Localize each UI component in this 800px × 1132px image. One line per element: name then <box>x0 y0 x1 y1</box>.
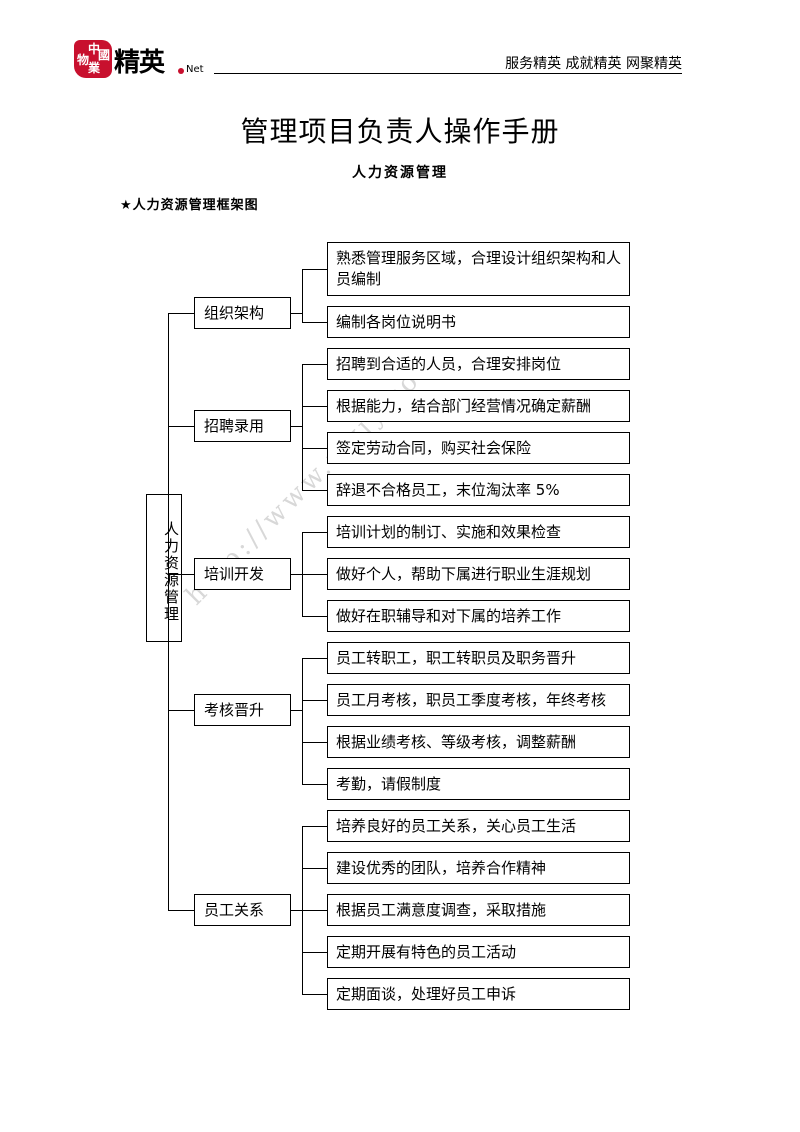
item-box: 熟悉管理服务区域，合理设计组织架构和人员编制 <box>327 242 630 296</box>
item-connector <box>302 952 327 953</box>
category-connector <box>168 710 194 711</box>
item-box: 建设优秀的团队，培养合作精神 <box>327 852 630 884</box>
item-connector <box>302 784 327 785</box>
item-connector <box>302 574 327 575</box>
branch-connector <box>302 269 303 323</box>
item-box: 培养良好的员工关系，关心员工生活 <box>327 810 630 842</box>
item-connector <box>302 616 327 617</box>
branch-stub <box>291 910 302 911</box>
item-box: 定期面谈，处理好员工申诉 <box>327 978 630 1010</box>
logo-seal: 中 國 物 業 <box>74 40 112 78</box>
trunk-connector <box>168 313 169 911</box>
item-connector <box>302 322 327 323</box>
diagram-root: 人力资源管理 <box>146 494 182 642</box>
item-box: 签定劳动合同，购买社会保险 <box>327 432 630 464</box>
category-box: 组织架构 <box>194 297 291 329</box>
logo-brand: 精英 <box>114 48 165 78</box>
item-connector <box>302 532 327 533</box>
category-box: 员工关系 <box>194 894 291 926</box>
item-connector <box>302 658 327 659</box>
branch-stub <box>291 710 302 711</box>
item-connector <box>302 269 327 270</box>
item-box: 定期开展有特色的员工活动 <box>327 936 630 968</box>
logo-suffix: Net <box>186 64 204 75</box>
logo-dot <box>178 68 184 74</box>
item-box: 根据员工满意度调查，采取措施 <box>327 894 630 926</box>
item-connector <box>302 994 327 995</box>
item-connector <box>302 742 327 743</box>
header-slogan: 服务精英 成就精英 网聚精英 <box>505 56 682 72</box>
item-connector <box>302 364 327 365</box>
category-connector <box>168 574 194 575</box>
category-connector <box>168 313 194 314</box>
item-connector <box>302 448 327 449</box>
branch-stub <box>291 574 302 575</box>
item-box: 编制各岗位说明书 <box>327 306 630 338</box>
item-box: 员工月考核，职员工季度考核，年终考核 <box>327 684 630 716</box>
category-box: 培训开发 <box>194 558 291 590</box>
category-box: 考核晋升 <box>194 694 291 726</box>
item-box: 考勤，请假制度 <box>327 768 630 800</box>
item-connector <box>302 868 327 869</box>
branch-connector <box>302 364 303 491</box>
item-connector <box>302 910 327 911</box>
category-connector <box>168 426 194 427</box>
item-box: 招聘到合适的人员，合理安排岗位 <box>327 348 630 380</box>
item-box: 做好在职辅导和对下属的培养工作 <box>327 600 630 632</box>
category-connector <box>168 910 194 911</box>
item-connector <box>302 700 327 701</box>
item-box: 员工转职工，职工转职员及职务晋升 <box>327 642 630 674</box>
branch-connector <box>302 658 303 785</box>
branch-stub <box>291 426 302 427</box>
item-connector <box>302 406 327 407</box>
item-connector <box>302 826 327 827</box>
page-title: 管理项目负责人操作手册 <box>240 115 560 148</box>
item-box: 培训计划的制订、实施和效果检查 <box>327 516 630 548</box>
item-box: 辞退不合格员工，末位淘汰率 5% <box>327 474 630 506</box>
item-connector <box>302 490 327 491</box>
item-box: 根据能力，结合部门经营情况确定薪酬 <box>327 390 630 422</box>
site-logo: 中 國 物 業 精英 Net <box>74 38 224 82</box>
header-rule <box>214 73 682 74</box>
category-box: 招聘录用 <box>194 410 291 442</box>
item-box: 根据业绩考核、等级考核，调整薪酬 <box>327 726 630 758</box>
item-box: 做好个人，帮助下属进行职业生涯规划 <box>327 558 630 590</box>
section-heading: ★人力资源管理框架图 <box>120 198 259 213</box>
branch-stub <box>291 313 302 314</box>
page-subtitle: 人力资源管理 <box>352 165 448 181</box>
